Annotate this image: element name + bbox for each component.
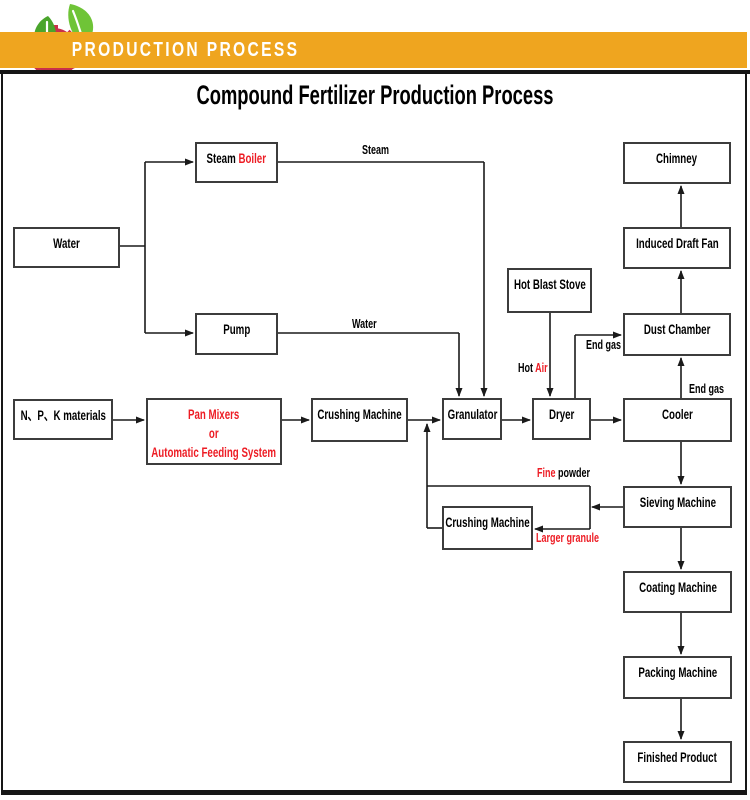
box-dust-chamber: Dust Chamber: [623, 313, 731, 356]
box-cooler: Cooler: [623, 398, 732, 442]
edge-layer: [113, 158, 685, 740]
box-dryer: Dryer: [532, 398, 591, 440]
box-label: Finished Product: [637, 750, 718, 765]
water-flow-label: Water: [352, 317, 377, 331]
box-label: Chimney: [656, 151, 698, 166]
box-label: Water: [53, 236, 80, 251]
fine-powder-flow-label: Fine powder: [537, 466, 591, 480]
box-hot-blast-stove: Hot Blast Stove: [507, 268, 592, 313]
box-crushing-machine-1: Crushing Machine: [311, 398, 408, 442]
box-label: Induced Draft Fan: [635, 236, 719, 251]
box-npk-materials: N、P、K materials: [13, 399, 113, 440]
box-steam-boiler: Steam Boiler: [195, 142, 278, 183]
box-sieving-machine: Sieving Machine: [623, 486, 732, 528]
box-finished-product: Finished Product: [623, 741, 732, 783]
box-label: Dryer: [548, 407, 575, 422]
box-label: N、P、K materials: [20, 408, 106, 423]
banner: PRODUCTION PROCESS: [0, 32, 747, 68]
box-label: Hot Blast Stove: [513, 277, 586, 292]
box-label: Sieving Machine: [639, 495, 716, 510]
banner-title: PRODUCTION PROCESS: [71, 38, 300, 61]
box-label: or: [209, 426, 219, 441]
box-label: Pump: [222, 322, 250, 337]
box-chimney: Chimney: [623, 142, 731, 184]
hot-air-flow-label: Hot Air: [518, 361, 548, 375]
page-title: Compound Fertilizer Production Process: [196, 80, 554, 110]
end-gas-dryer-label: End gas: [586, 338, 622, 352]
box-packing-machine: Packing Machine: [623, 656, 732, 699]
box-water: Water: [13, 227, 120, 268]
end-gas-cooler-label: End gas: [689, 382, 725, 396]
box-label: Packing Machine: [638, 665, 717, 680]
steam-flow-label: Steam: [362, 143, 390, 157]
larger-granule-flow-label: Larger granule: [536, 531, 600, 545]
box-granulator: Granulator: [442, 398, 502, 440]
box-label: Crushing Machine: [445, 515, 530, 530]
box-pump: Pump: [195, 313, 278, 355]
box-label: Coating Machine: [638, 580, 717, 595]
box-induced-draft-fan: Induced Draft Fan: [623, 227, 731, 269]
box-coating-machine: Coating Machine: [623, 571, 732, 613]
box-label: Granulator: [447, 407, 497, 422]
box-label: Steam Boiler: [206, 151, 267, 166]
box-label: Crushing Machine: [317, 407, 402, 422]
header-divider: [0, 70, 750, 74]
box-crushing-machine-2: Crushing Machine: [442, 506, 533, 550]
box-label: Dust Chamber: [643, 322, 711, 337]
box-label: Automatic Feeding System: [151, 445, 277, 460]
box-label: Pan Mixers: [188, 407, 240, 422]
box-label: Cooler: [662, 407, 693, 422]
